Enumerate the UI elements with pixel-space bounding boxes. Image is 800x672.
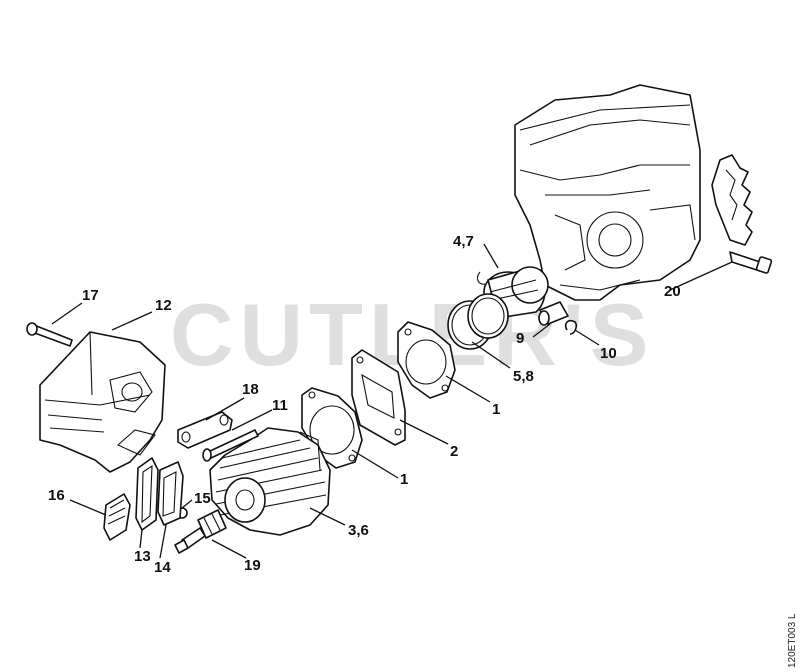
leader-lines: [51, 243, 733, 559]
callout-18: 18: [242, 381, 259, 398]
callout-14: 14: [154, 559, 171, 576]
callout-2: 2: [450, 443, 458, 460]
screen-part-16[interactable]: [103, 493, 131, 541]
screw-part-11[interactable]: [202, 429, 259, 462]
gasket-part-18[interactable]: [177, 411, 233, 449]
callout-11: 11: [272, 397, 288, 414]
reference-code: 120ET003 L: [787, 613, 798, 668]
callout-15: 15: [194, 490, 211, 507]
callout-17: 17: [82, 287, 99, 304]
circlip-part-10[interactable]: [564, 319, 577, 335]
callout-12: 12: [155, 297, 172, 314]
callout-20: 20: [664, 283, 681, 300]
cylinder-part-3-6[interactable]: [209, 427, 331, 536]
gasket-part-14[interactable]: [157, 461, 184, 526]
callouts: 20 4,7 9 10 5,8 1 2 1 3,6 11 18 12 17 16…: [48, 233, 681, 576]
screw-part-20[interactable]: [729, 251, 773, 274]
callout-10: 10: [600, 345, 617, 362]
plate-part-13[interactable]: [135, 457, 159, 531]
callout-16: 16: [48, 487, 65, 504]
callout-9: 9: [516, 330, 524, 347]
callout-13: 13: [134, 548, 151, 565]
spacer-part-2[interactable]: [351, 349, 406, 446]
callout-4-7: 4,7: [453, 233, 474, 250]
bracket-part-20[interactable]: [711, 154, 753, 246]
muffler-part-12[interactable]: [39, 331, 166, 473]
callout-19: 19: [244, 557, 261, 574]
callout-3-6: 3,6: [348, 522, 369, 539]
piston-rings-part-5-8[interactable]: [447, 293, 509, 350]
screw-part-17[interactable]: [26, 322, 73, 347]
callout-1-upper: 1: [492, 401, 500, 418]
gasket-part-1-upper[interactable]: [397, 321, 456, 399]
spark-plug-part-19[interactable]: [174, 509, 227, 554]
callout-5-8: 5,8: [513, 368, 534, 385]
piston-pin-part-9[interactable]: [538, 301, 569, 326]
callout-1-lower: 1: [400, 471, 408, 488]
crankcase-part[interactable]: [514, 84, 701, 301]
